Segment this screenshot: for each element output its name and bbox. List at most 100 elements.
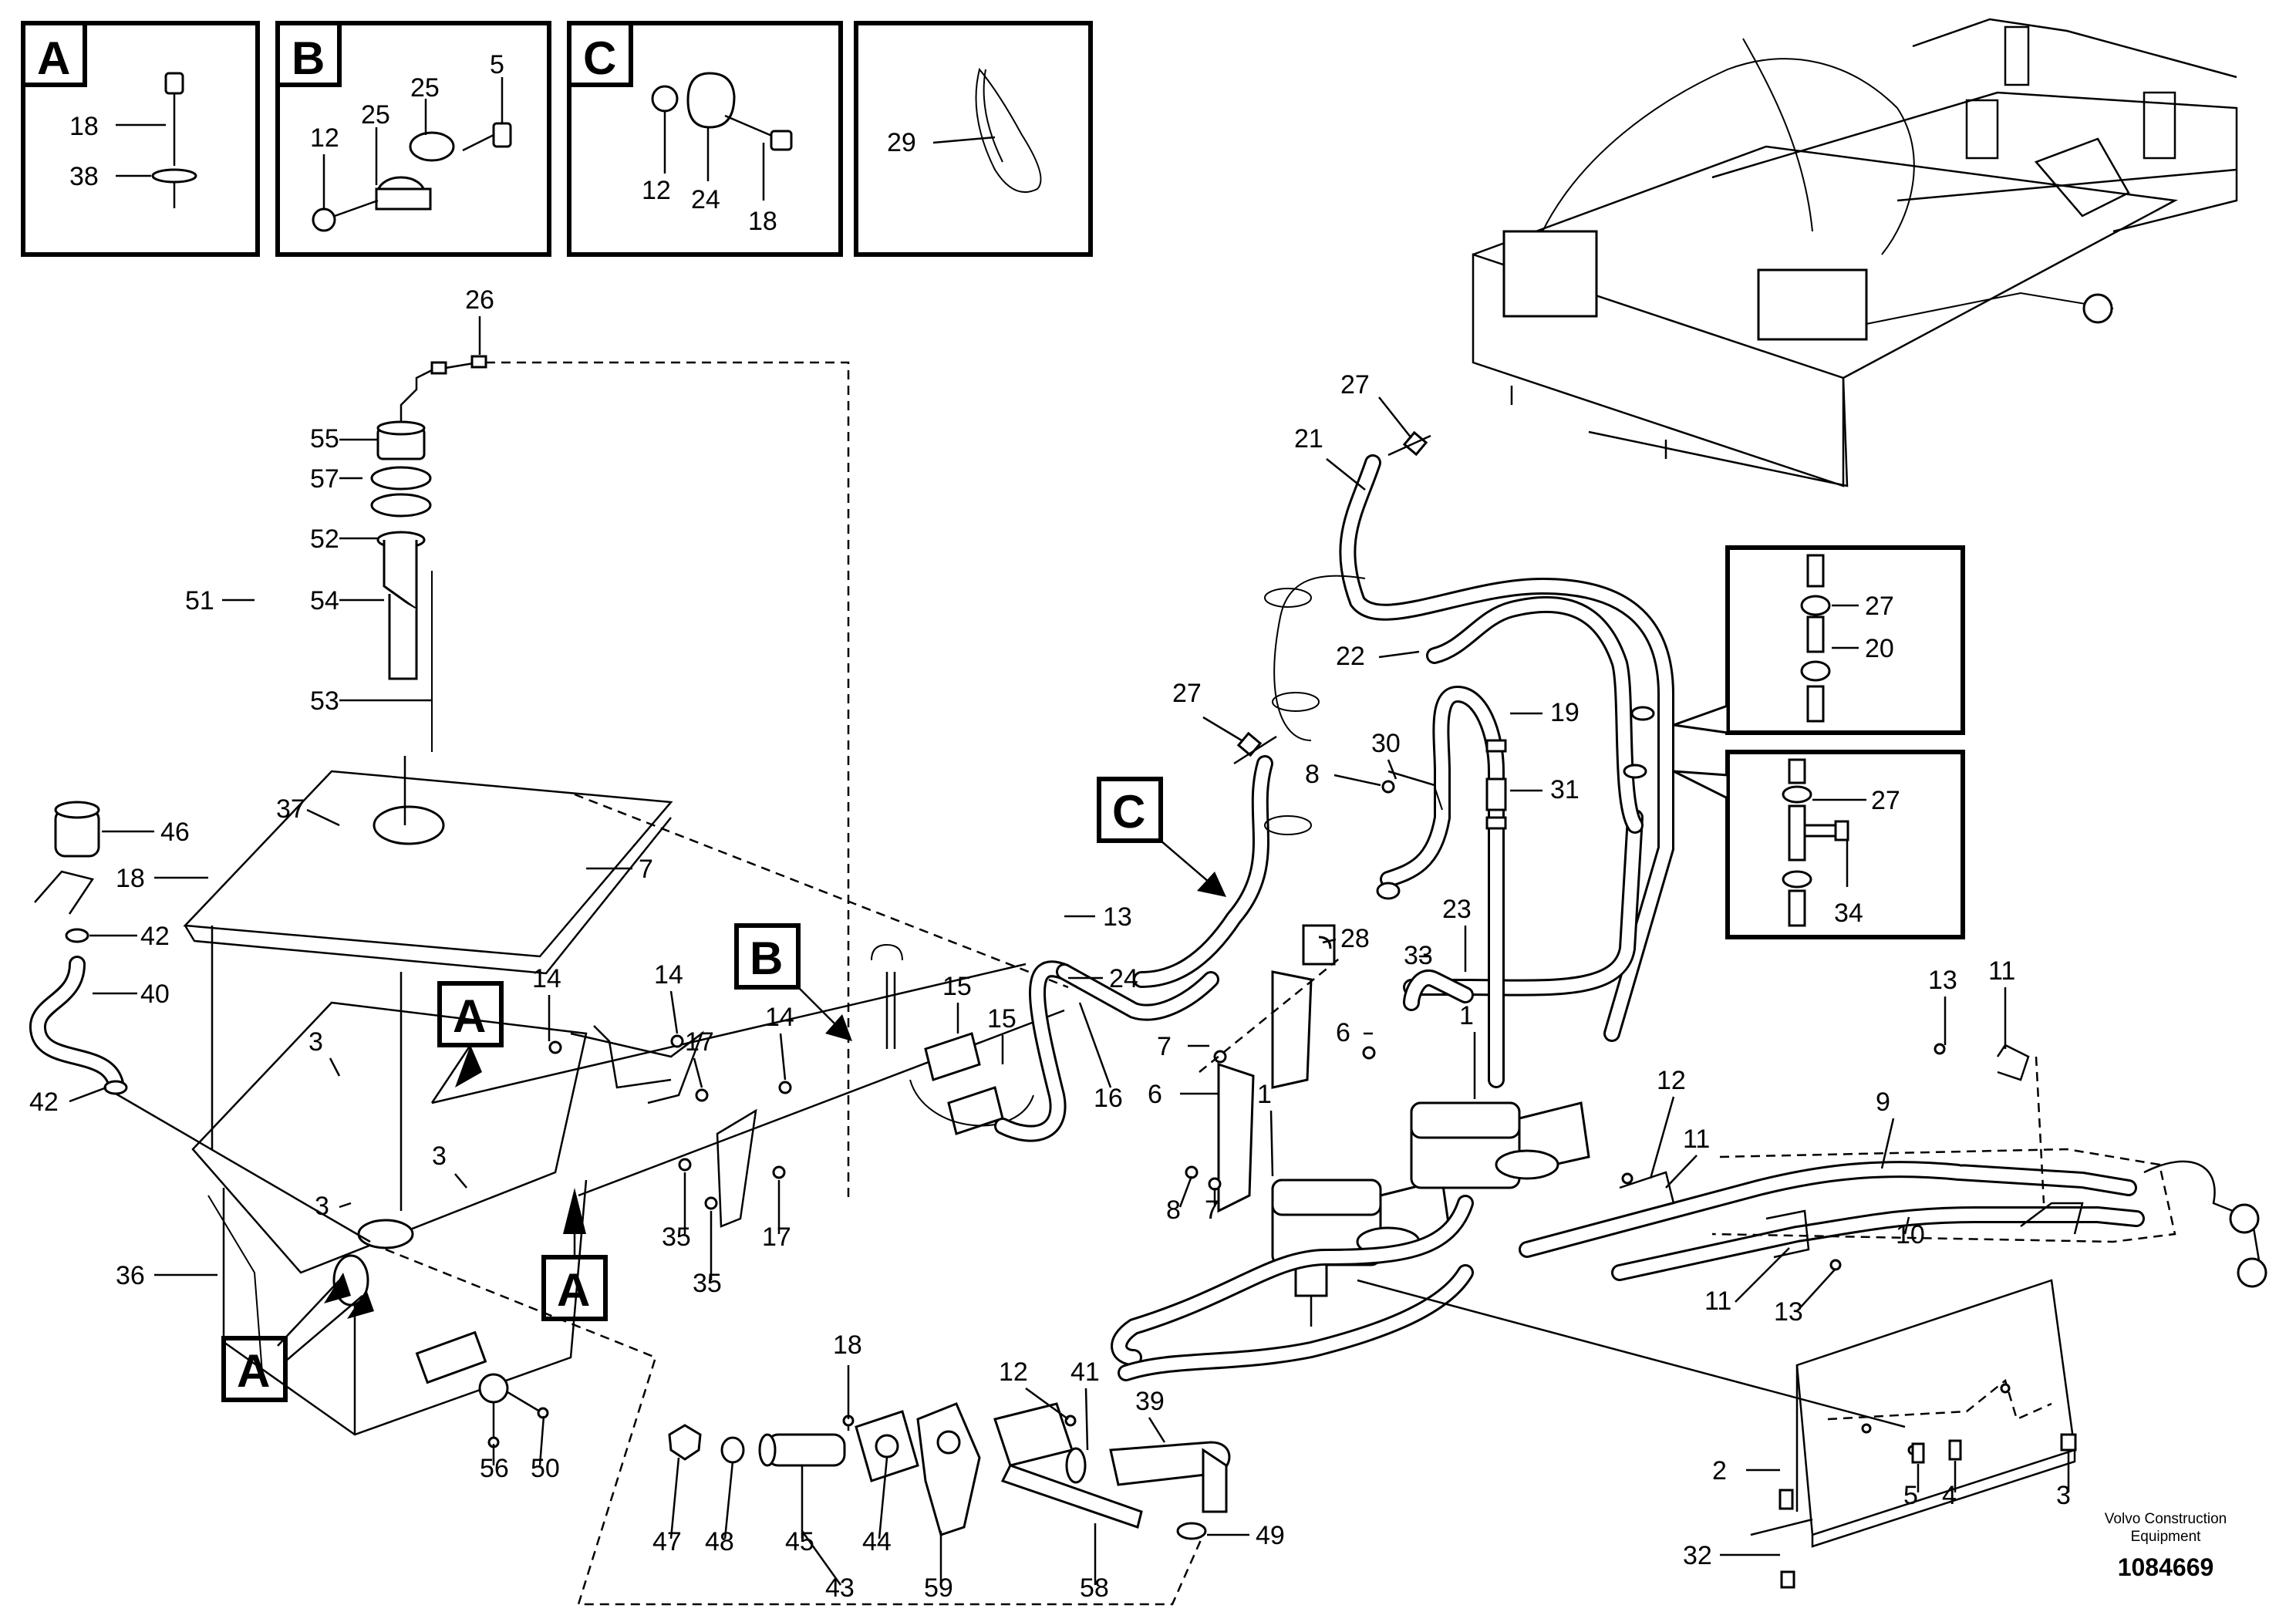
label-b-25-top: 25 [410,73,440,103]
detail-box-a: A 18 38 [21,21,260,257]
part-label-13: 13 [1774,1297,1803,1327]
part-label-2: 2 [1712,1456,1727,1485]
part-label-1: 1 [1257,1080,1272,1109]
label-inset-upper-20: 20 [1865,634,1894,663]
part-label-6: 6 [1336,1018,1350,1047]
part-label-37: 37 [276,794,305,824]
part-label-27: 27 [1172,679,1202,708]
leader-line [1903,1216,1910,1235]
part-label-15: 15 [942,972,972,1001]
leader-line [1178,1175,1193,1208]
part-label-52: 52 [310,524,339,554]
part-label-42: 42 [29,1088,59,1117]
part-label-1: 1 [1459,1001,1474,1030]
part-label-42: 42 [140,922,170,951]
hoses-9-10 [1519,1043,2267,1288]
leader-line [723,1461,734,1539]
leader-line [693,1057,703,1088]
part-label-21: 21 [1294,424,1323,454]
part-label-7: 7 [1157,1032,1172,1061]
part-label-33: 33 [1404,941,1433,970]
leader-line [1326,458,1366,491]
hose-40-assembly [29,801,371,1243]
part-label-40: 40 [140,980,170,1009]
leader-line [1378,650,1420,659]
part-label-22: 22 [1336,642,1365,671]
detail-box-c-letter: C [583,32,616,84]
svg-text:A: A [237,1345,270,1397]
label-b-12: 12 [310,123,339,153]
detail-box-a-letter: A [37,32,70,84]
part-label-3: 3 [308,1027,323,1057]
leader-line [1078,1002,1112,1088]
leader-line [339,1202,352,1209]
part-label-43: 43 [825,1573,855,1603]
part-label-53: 53 [310,686,339,716]
part-label-14: 14 [532,964,561,993]
svg-text:B: B [750,932,783,984]
leader-line [1148,1417,1166,1443]
part-label-15: 15 [987,1004,1017,1034]
part-label-3: 3 [2056,1481,2071,1510]
part-label-8: 8 [1166,1195,1181,1225]
mounting-plate [1750,1279,2077,1589]
footer: Volvo Construction Equipment 1084669 [2105,1511,2227,1581]
leader-line [1025,1387,1069,1421]
hose-19-31 [1376,685,1507,1088]
callout-a-upper: A [430,981,504,1104]
callout-a-lower: A [221,1273,374,1402]
part-label-16: 16 [1094,1084,1123,1113]
part-label-11: 11 [1988,956,2015,986]
leader-line [1084,1388,1089,1451]
part-label-32: 32 [1683,1541,1712,1570]
part-label-13: 13 [1103,902,1132,932]
chassis-overview [1472,18,2238,487]
detail-box-c: C 12 24 18 [567,21,843,257]
part-label-46: 46 [160,818,190,847]
part-label-18: 18 [833,1330,862,1360]
leader-line [1322,938,1337,944]
leader-line [801,1530,842,1586]
part-label-3: 3 [432,1141,447,1171]
leader-line [329,1057,341,1077]
callout-b: B [734,923,852,1041]
part-label-9: 9 [1876,1088,1890,1117]
brand-line-2: Equipment [2131,1529,2202,1545]
label-b-25: 25 [361,100,390,130]
part-label-49: 49 [1256,1521,1285,1550]
part-label-5: 5 [1903,1481,1918,1510]
hose-route-upper [1133,430,1674,1042]
leader-line [454,1173,467,1189]
leader-line [1735,1247,1790,1303]
bracket-assembly [431,963,1065,1228]
leader-line [878,1457,888,1539]
inset-lower: 27 34 [1673,750,1965,939]
part-label-41: 41 [1070,1357,1100,1387]
part-label-13: 13 [1928,966,1957,995]
part-label-51: 51 [185,586,214,615]
part-label-19: 19 [1550,698,1580,727]
part-label-17: 17 [685,1027,714,1057]
part-label-27: 27 [1340,370,1370,400]
leader-line [1387,759,1397,780]
leader-line [1880,1118,1895,1169]
leader-line [779,1033,787,1081]
label-b-5: 5 [490,50,504,79]
part-label-50: 50 [531,1454,560,1483]
leader-line [1665,1155,1698,1189]
part-label-3: 3 [315,1192,329,1221]
label-a-38: 38 [69,162,99,191]
detail-box-strap: 29 [854,21,1093,257]
part-label-12: 12 [999,1357,1028,1387]
leader-line [1796,1268,1836,1312]
part-label-28: 28 [1340,924,1370,953]
detail-box-b: B 5 25 12 25 [275,21,551,257]
part-label-44: 44 [862,1527,892,1556]
callout-c: C [1097,777,1226,897]
part-label-17: 17 [762,1222,791,1252]
svg-text:A: A [453,990,486,1042]
brand-line-1: Volvo Construction [2105,1511,2227,1527]
leader-line [538,1415,545,1466]
leader-line [306,808,340,827]
